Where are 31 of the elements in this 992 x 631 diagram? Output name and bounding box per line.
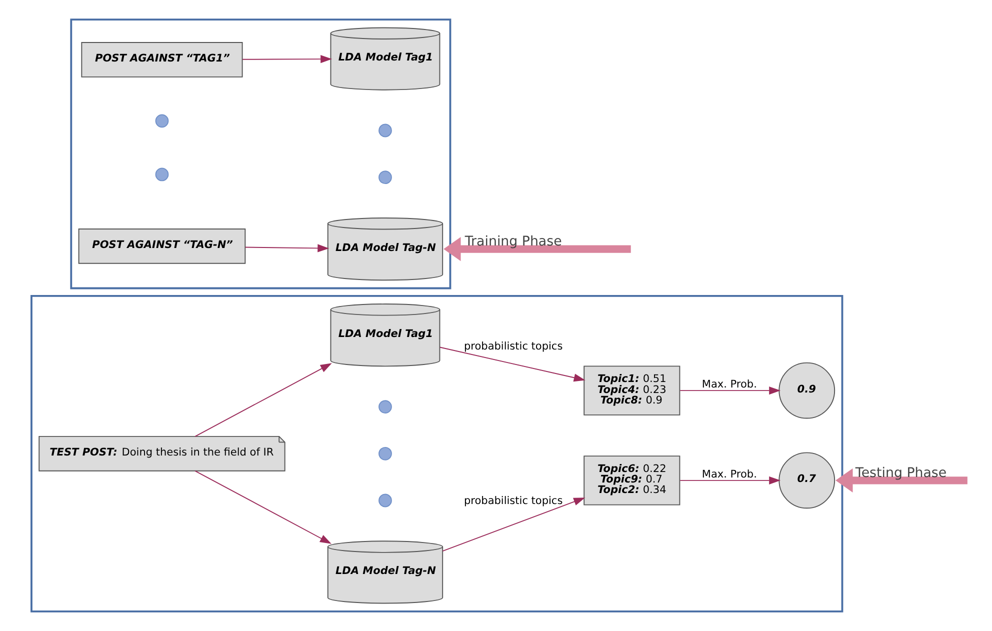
node-circle: 0.7 — [778, 452, 836, 509]
edge-label: Training Phase — [464, 234, 562, 250]
node-box: Topic6: 0.22 Topic9: 0.7 Topic2: 0.34 — [584, 456, 680, 506]
node-circle — [378, 400, 392, 414]
cluster — [30, 294, 844, 612]
node-circle — [155, 114, 169, 128]
arrow — [439, 346, 586, 382]
node-circle — [378, 494, 392, 508]
arrow — [244, 244, 330, 252]
node-box: Topic1: 0.51 Topic4: 0.23 Topic8: 0.9 — [584, 366, 680, 416]
edge-label: Max. Prob. — [702, 378, 757, 390]
arrow — [442, 498, 586, 552]
node-box: POST AGAINST “TAG1” — [81, 42, 243, 78]
arrow — [194, 470, 332, 544]
node-circle — [378, 446, 392, 460]
node-circle — [155, 168, 169, 182]
arrow — [680, 476, 781, 484]
node-circle: 0.9 — [778, 362, 836, 419]
node-circle — [378, 170, 392, 184]
arrow — [242, 55, 332, 64]
node-box: POST AGAINST “TAG-N” — [78, 228, 246, 264]
node-circle — [378, 124, 392, 138]
arrow — [444, 237, 631, 262]
arrow — [680, 386, 781, 395]
arrow — [194, 363, 332, 437]
cluster — [70, 18, 452, 290]
edge-label: Testing Phase — [855, 466, 947, 481]
edge-label: Max. Prob. — [702, 468, 757, 480]
edge-label: probabilistic topics — [464, 340, 563, 352]
arrow — [836, 468, 968, 492]
edge-label: probabilistic topics — [464, 495, 563, 508]
